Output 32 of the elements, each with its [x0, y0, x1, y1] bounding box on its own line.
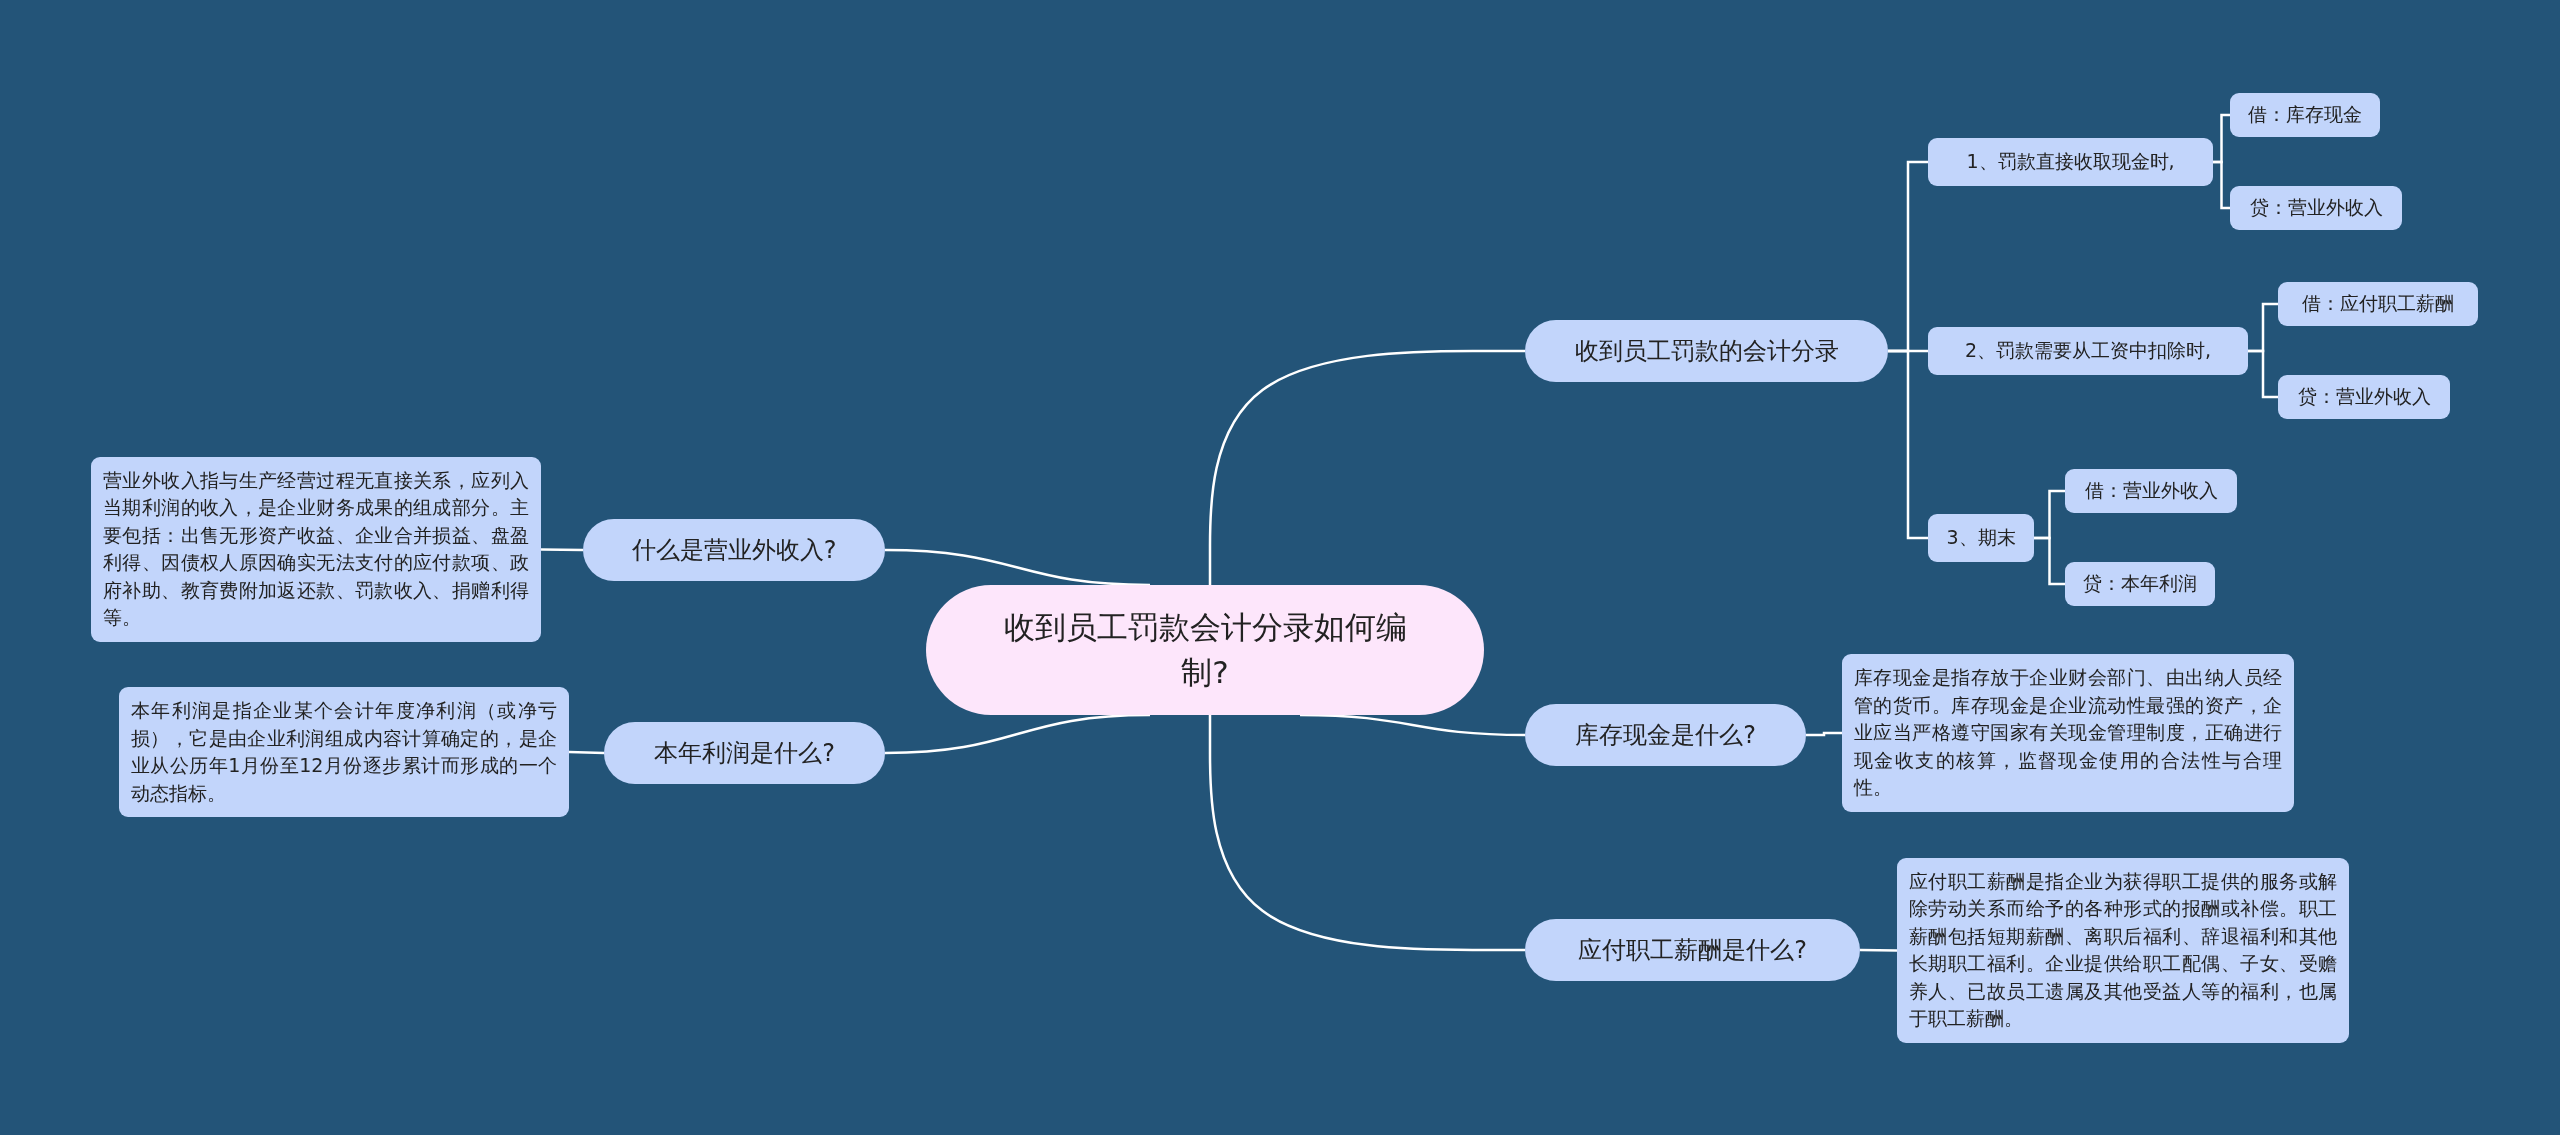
connector-line [2248, 349, 2278, 399]
connector-line [1208, 349, 1525, 585]
subtopic-node: 贷：营业外收入 [2278, 375, 2450, 419]
connector-line [2213, 160, 2230, 210]
topic-node: 收到员工罚款的会计分录 [1525, 320, 1888, 382]
connector-line [2034, 536, 2065, 586]
topic-node: 什么是营业外收入? [583, 519, 885, 581]
description-box: 库存现金是指存放于企业财会部门、由出纳人员经管的货币。库存现金是企业流动性最强的资产，企业应当严格遵守国家有关现金管理制度，正确进行现金收支的核算，监督现金使用的合法性与合理性。 [1842, 654, 2294, 812]
subtopic-node: 3、期末 [1928, 514, 2034, 562]
subtopic-node: 借：营业外收入 [2065, 469, 2237, 513]
subtopic-node: 借：库存现金 [2230, 93, 2380, 137]
connector-line [541, 548, 583, 552]
connector-line [884, 713, 1151, 755]
connector-line [1888, 349, 1928, 540]
connector-line [568, 750, 605, 755]
subtopic-node: 贷：营业外收入 [2230, 186, 2402, 230]
topic-node: 库存现金是什么? [1525, 704, 1806, 766]
subtopic-node: 贷：本年利润 [2065, 562, 2215, 606]
description-box: 应付职工薪酬是指企业为获得职工提供的服务或解除劳动关系而给予的各种形式的报酬或补偿。职工薪酬包括短期薪酬、离职后福利、辞退福利和其他长期职工福利。企业提供给职工配偶、子女、受赡养人、已故员工遗属及其他受益人等的福利，也属于职工薪酬。 [1897, 857, 2349, 1043]
description-box: 营业外收入指与生产经营过程无直接关系，应列入当期利润的收入，是企业财务成果的组成部分。主要包括：出售无形资产收益、企业合并损益、盘盈利得、因债权人原因确实无法支付的应付款项、政府补助、教育费附加返还款、罚款收入、捐赠利得等。 [91, 456, 541, 642]
description-box: 本年利润是指企业某个会计年度净利润（或净亏损），它是由企业利润组成内容计算确定的，是企业从公历年1月份至12月份逐步累计而形成的一个动态指标。 [119, 687, 569, 818]
connector-line [1860, 948, 1897, 952]
central-topic: 收到员工罚款会计分录如何编制? [926, 585, 1484, 715]
topic-node: 本年利润是什么? [604, 722, 885, 784]
subtopic-node: 借：应付职工薪酬 [2278, 282, 2478, 326]
topic-node: 应付职工薪酬是什么? [1525, 919, 1860, 981]
connector-line [1208, 715, 1525, 952]
subtopic-node: 2、罚款需要从工资中扣除时, [1928, 327, 2248, 375]
connector-line [884, 548, 1151, 587]
connector-line [1299, 713, 1526, 737]
connector-line [1806, 731, 1842, 737]
subtopic-node: 1、罚款直接收取现金时, [1928, 138, 2213, 186]
